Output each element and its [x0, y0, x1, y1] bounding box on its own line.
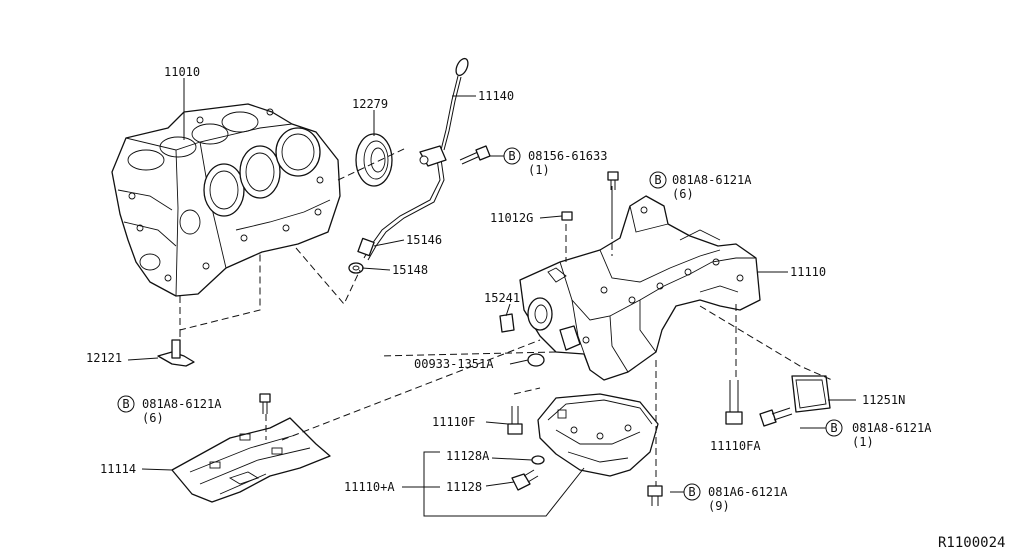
label-11110f: 11110F — [432, 415, 475, 429]
bolt-marker-081a6: B — [683, 483, 701, 501]
label-00933-1351a: 00933-1351A — [414, 357, 494, 371]
bolt-11110fa-drawing — [725, 380, 743, 425]
gasket-11251n-drawing — [791, 375, 831, 413]
label-11110: 11110 — [790, 265, 826, 279]
label-11010: 11010 — [164, 65, 200, 79]
drain-washer-11128a-drawing — [531, 455, 545, 465]
plug-11012g-drawing — [561, 211, 573, 221]
lower-oil-pan-drawing — [537, 393, 659, 477]
drain-plug-11128-drawing — [511, 469, 539, 491]
label-11110fa: 11110FA — [710, 439, 761, 453]
label-11012g: 11012G — [490, 211, 533, 225]
cylinder-block-drawing — [111, 103, 341, 297]
label-081a8-left: 081A8-6121A — [142, 397, 222, 411]
label-12121: 12121 — [86, 351, 122, 365]
bolt-081a8-left-drawing — [259, 393, 271, 414]
label-11128: 11128 — [446, 480, 482, 494]
bolt-marker-label: B — [688, 485, 695, 499]
leader-lines — [127, 78, 856, 517]
label-11110-a: 11110+A — [344, 480, 395, 494]
dipstick-guide-tube-drawing — [357, 145, 447, 261]
label-15146: 15146 — [406, 233, 442, 247]
label-081a6-6121a: 081A6-6121A — [708, 485, 788, 499]
label-081a8-left-qty: (6) — [142, 411, 164, 425]
washer-00933-drawing — [527, 353, 545, 367]
dipstick-drawing — [440, 57, 469, 151]
bolt-081a8-top-drawing — [607, 171, 619, 190]
bolt-marker-081a8-left: B — [117, 395, 135, 413]
label-15148: 15148 — [392, 263, 428, 277]
label-081a8-right-qty: (1) — [852, 435, 874, 449]
label-081a8-top-qty: (6) — [672, 187, 694, 201]
oil-filter-bracket-drawing — [527, 297, 581, 351]
label-11114: 11114 — [100, 462, 136, 476]
label-11128a: 11128A — [446, 449, 490, 463]
bolt-081a6-drawing — [647, 485, 663, 506]
label-081a6-qty: (9) — [708, 499, 730, 513]
bolt-11110f-drawing — [507, 406, 523, 435]
label-081a8-top: 081A8-6121A — [672, 173, 752, 187]
label-12279: 12279 — [352, 97, 388, 111]
baffle-12121-drawing — [157, 339, 195, 367]
dashed-assembly-lines — [179, 147, 833, 486]
label-11251n: 11251N — [862, 393, 905, 407]
bolt-marker-label: B — [654, 173, 661, 187]
oil-filter-stud-15241-drawing — [499, 313, 515, 333]
bolt-marker-label: B — [830, 421, 837, 435]
bolt-081a8-right-drawing — [759, 407, 793, 427]
bolt-marker-label: B — [508, 149, 515, 163]
label-11140: 11140 — [478, 89, 514, 103]
diagram-reference-number: R1100024 — [938, 535, 1005, 551]
bolt-marker-label: B — [122, 397, 129, 411]
bolt-marker-081a8-top: B — [649, 171, 667, 189]
o-ring-drawing — [348, 262, 364, 274]
bolt-08156-drawing — [459, 145, 491, 165]
label-08156-61633: 08156-61633 — [528, 149, 607, 163]
label-15241: 15241 — [484, 291, 520, 305]
label-081a8-right: 081A8-6121A — [852, 421, 932, 435]
engine-under-cover-drawing — [171, 417, 331, 503]
bolt-marker-08156: B — [503, 147, 521, 165]
rear-oil-seal-drawing — [355, 133, 393, 187]
label-08156-qty: (1) — [528, 163, 550, 177]
bolt-marker-081a8-right: B — [825, 419, 843, 437]
